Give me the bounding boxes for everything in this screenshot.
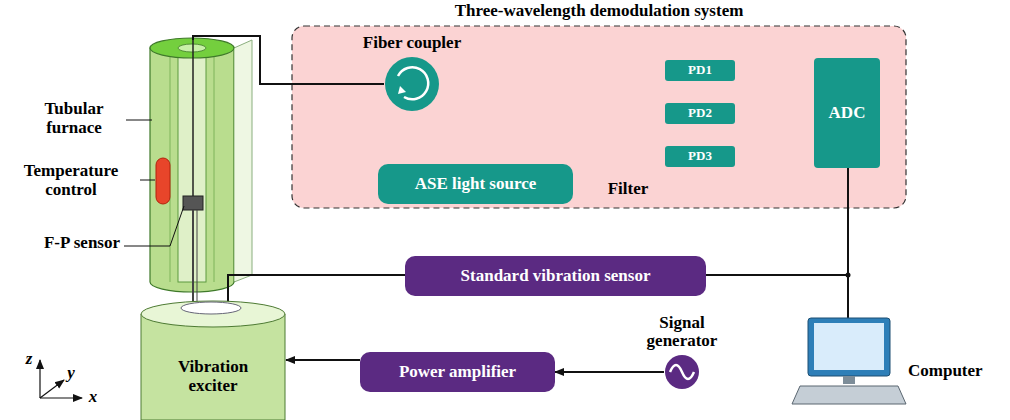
part-label: Temperature control <box>4 162 138 199</box>
node-text: Three-wavelength demodulation system <box>292 2 906 21</box>
node-text: Power amplifier <box>399 363 516 382</box>
amplifier-box: Power amplifier <box>360 352 555 392</box>
leader-line <box>124 206 184 246</box>
node-text: Standard vibration sensor <box>461 267 651 286</box>
part-label: Filter <box>596 180 660 199</box>
node-text: Signal generator <box>622 314 742 351</box>
node-text: PD3 <box>688 149 712 163</box>
connector <box>286 359 360 361</box>
connector <box>555 371 664 373</box>
data-wire <box>847 168 849 318</box>
system-region <box>292 26 906 208</box>
node-text: Fiber coupler <box>352 34 472 53</box>
axes <box>40 360 82 398</box>
node-text: PD1 <box>688 63 712 77</box>
axis-label: x <box>86 388 100 407</box>
part-label: Computer <box>908 362 1004 381</box>
fiber-coupler: Fiber coupler <box>384 56 440 112</box>
photodetector-box: PD1 <box>665 60 735 81</box>
node-text: PD2 <box>688 106 712 120</box>
optical-fiber <box>193 36 384 84</box>
node-outline <box>664 354 700 390</box>
node-text: Vibration exciter <box>158 358 268 395</box>
photodetector-box: PD2 <box>665 103 735 124</box>
light-source-box: ASE light source <box>378 164 573 204</box>
leader-line <box>126 120 152 121</box>
vibration-exciter: Vibration exciter <box>140 300 286 420</box>
tubular-furnace <box>150 38 252 306</box>
signal-generator: Signal generator <box>664 354 700 390</box>
sensor-wire <box>228 275 405 304</box>
reference-sensor-box: Standard vibration sensor <box>405 256 706 296</box>
sensor-wire <box>706 274 848 276</box>
node-text: ASE light source <box>415 175 537 194</box>
axis-label: z <box>22 350 36 369</box>
leader-line <box>140 180 155 181</box>
part-label: F-P sensor <box>40 234 124 253</box>
system-region: Three-wavelength demodulation systemFibe… <box>292 26 906 208</box>
photodetector-box: PD3 <box>665 146 735 167</box>
node-outline <box>384 56 440 112</box>
axis-label: y <box>64 364 78 383</box>
node-text: ADC <box>829 104 866 123</box>
computer-icon <box>792 318 906 404</box>
part-label: Tubular furnace <box>18 100 130 137</box>
adc-box: ADC <box>814 58 880 168</box>
